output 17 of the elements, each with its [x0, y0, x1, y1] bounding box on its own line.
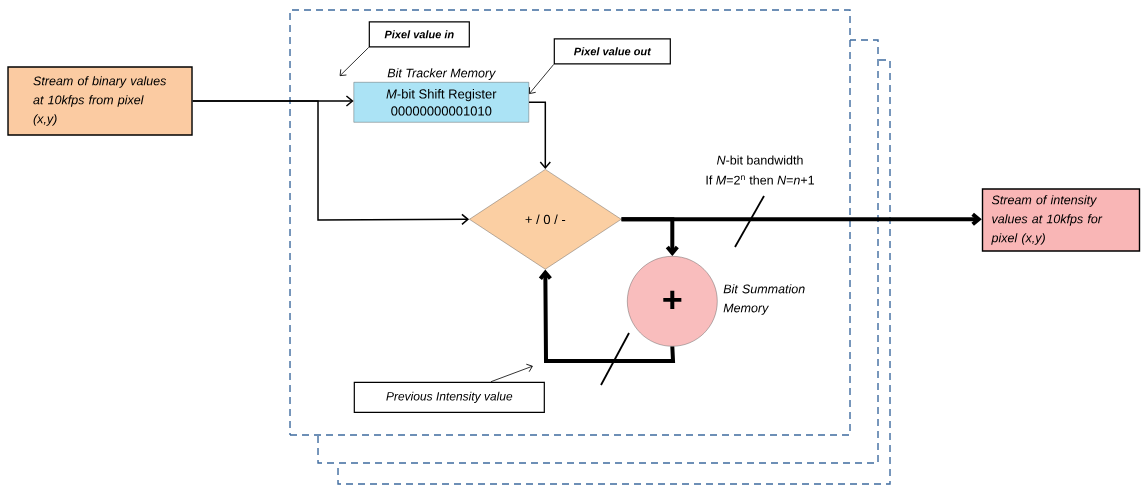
- node-label: Bit Tracker Memory: [387, 68, 496, 80]
- callout-box: Previous Intensity value: [353, 381, 545, 413]
- output-box: Stream of intensity values at 10kfps for pixel (x,y): [981, 188, 1141, 252]
- leader-line: [529, 64, 555, 94]
- caption-text: Bit Summation Memory: [723, 284, 805, 315]
- arrow: [621, 217, 679, 257]
- annotation-text: If M=2$^{n}$ then N=n+1: [706, 175, 814, 185]
- leader-line: [490, 363, 533, 383]
- arrow: [538, 269, 676, 363]
- leader-line: [339, 47, 370, 77]
- arrow: [528, 101, 552, 170]
- input-box: Stream of binary values at 10kfps from pixel (x,y): [7, 66, 193, 136]
- arrow: [191, 100, 470, 226]
- callout-box: Pixel value out: [553, 38, 671, 65]
- annotation-text: N-bit bandwidth: [716, 155, 803, 165]
- callout-box: Pixel value in: [368, 21, 470, 48]
- register-box: M-bit Shift Register 00000000001010 Bit Tracker Memory: [353, 68, 529, 123]
